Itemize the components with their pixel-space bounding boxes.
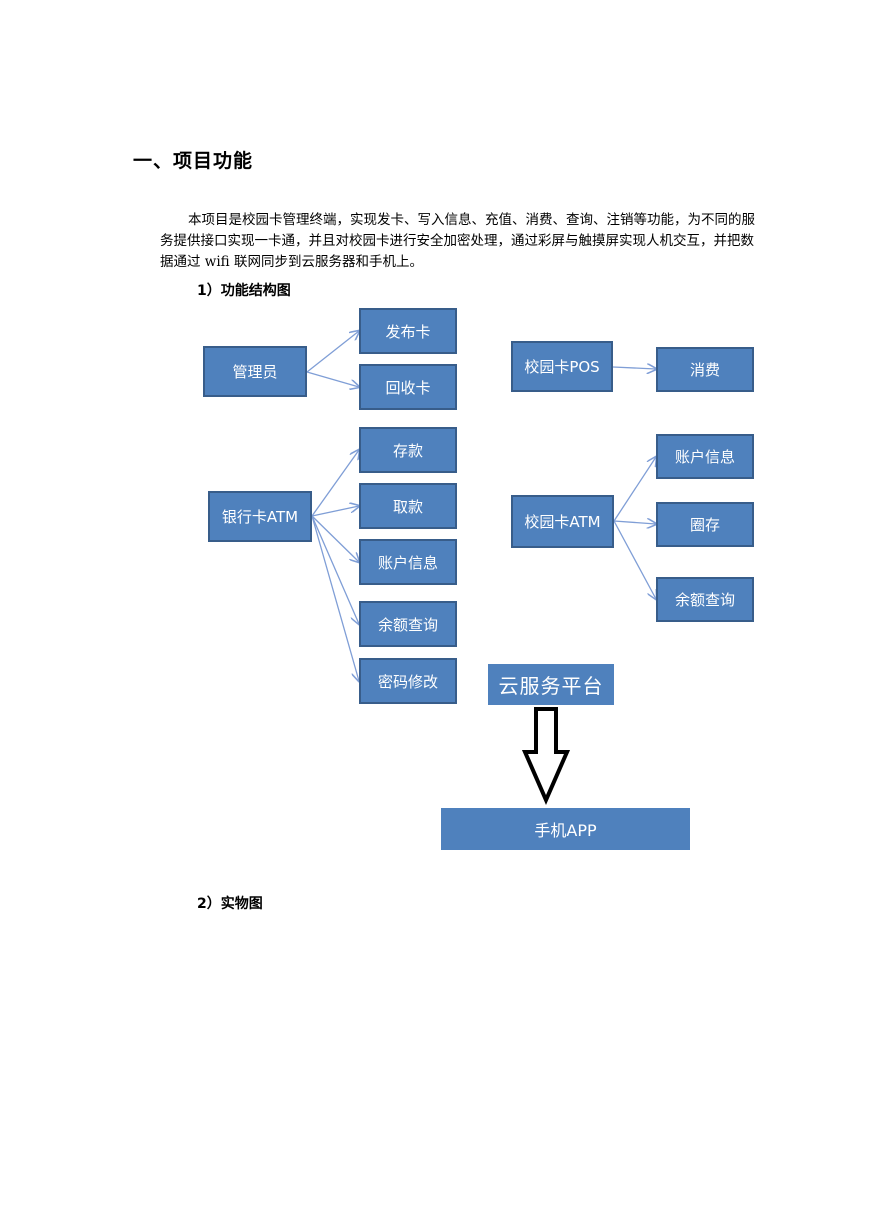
node-admin: 管理员 [203, 346, 307, 397]
node-campus-pos: 校园卡POS [511, 341, 613, 392]
section-heading: 一、项目功能 [133, 150, 254, 172]
node-mobile-app: 手机APP [441, 808, 690, 850]
node-transfer: 圈存 [656, 502, 754, 547]
arrow-campus-balance [613, 520, 656, 599]
node-bank-atm: 银行卡ATM [208, 491, 312, 542]
intro-paragraph: 本项目是校园卡管理终端，实现发卡、写入信息、充值、消费、查询、注销等功能，为不同… [160, 212, 755, 270]
node-account-info-left: 账户信息 [359, 539, 457, 585]
arrow-bank-balance [311, 515, 359, 624]
node-withdraw: 取款 [359, 483, 457, 529]
arrow-bank-password [311, 515, 359, 681]
arrow-admin-issue [306, 331, 359, 373]
node-recycle-card: 回收卡 [359, 364, 457, 410]
node-balance-left: 余额查询 [359, 601, 457, 647]
down-arrow-icon [521, 707, 571, 805]
node-balance-right: 余额查询 [656, 577, 754, 622]
arrow-bank-deposit [311, 450, 359, 517]
arrow-campus-transfer [613, 521, 656, 524]
arrow-admin-recycle [306, 371, 359, 387]
arrow-bank-account [311, 515, 359, 562]
node-password-change: 密码修改 [359, 658, 457, 704]
node-consume: 消费 [656, 347, 754, 392]
arrow-bank-withdraw [311, 506, 359, 517]
node-issue-card: 发布卡 [359, 308, 457, 354]
node-campus-atm: 校园卡ATM [511, 495, 614, 548]
arrow-campus-account [613, 457, 656, 522]
node-deposit: 存款 [359, 427, 457, 473]
arrow-pos-consume [612, 367, 656, 369]
subheading-structure: 1）功能结构图 [197, 283, 291, 299]
node-account-info-right: 账户信息 [656, 434, 754, 479]
subheading-photo: 2）实物图 [197, 896, 263, 912]
node-cloud-platform: 云服务平台 [488, 664, 614, 705]
